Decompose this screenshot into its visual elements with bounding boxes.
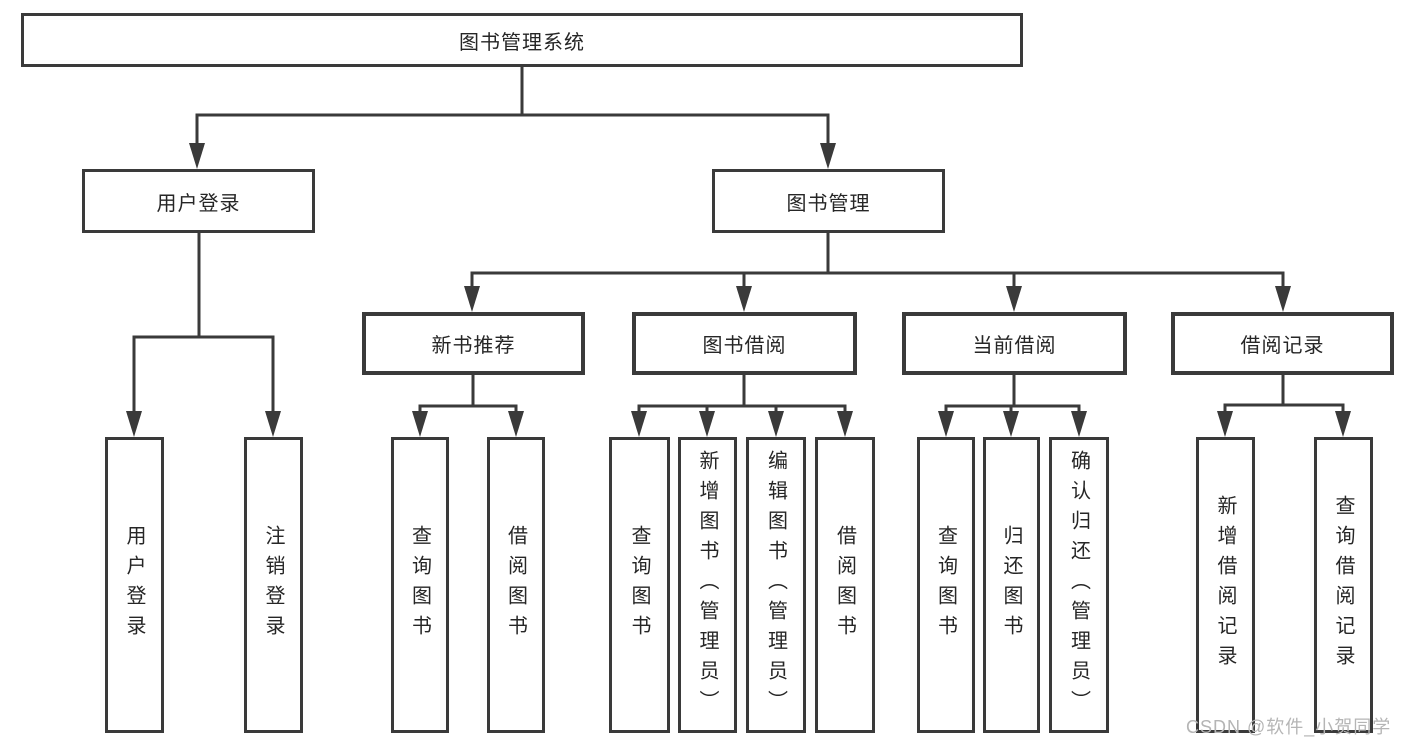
leaf-query-books-current-label: 查询图书 [934, 525, 957, 645]
leaf-logout: 注销登录 [244, 437, 303, 733]
leaf-confirm-return-admin-label: 确认归还（管理员） [1067, 450, 1090, 720]
connector-new-book-to-leaves [412, 373, 524, 437]
arrowhead-icon [1071, 411, 1087, 437]
leaf-add-books-admin-label: 新增图书（管理员） [696, 450, 718, 720]
leaf-borrow-books-borrowing-label: 借阅图书 [833, 525, 856, 645]
leaf-query-books-borrowing-label: 查询图书 [628, 525, 650, 645]
arrowhead-icon [126, 411, 142, 437]
arrowhead-icon [768, 411, 784, 437]
leaf-logout-label: 注销登录 [262, 525, 284, 645]
arrowhead-icon [631, 411, 647, 437]
node-book-management: 图书管理 [712, 169, 945, 233]
leaf-add-borrow-record: 新增借阅记录 [1196, 437, 1255, 733]
arrowhead-icon [837, 411, 853, 437]
leaf-query-books-borrowing: 查询图书 [609, 437, 670, 733]
connector-records-to-leaves [1217, 373, 1351, 437]
leaf-query-books-recommend-label: 查询图书 [408, 525, 431, 645]
connector-borrowing-to-leaves [631, 373, 853, 437]
node-borrowing-records: 借阅记录 [1171, 312, 1394, 375]
arrowhead-icon [1006, 286, 1022, 312]
arrowhead-icon [820, 143, 836, 169]
connector-user-login-to-leaves [126, 231, 281, 437]
arrowhead-icon [1003, 411, 1019, 437]
leaf-user-login-label: 用户登录 [123, 525, 145, 645]
arrowhead-icon [464, 286, 480, 312]
node-new-book-recommend: 新书推荐 [362, 312, 585, 375]
arrowhead-icon [189, 143, 205, 169]
leaf-query-borrow-record-label: 查询借阅记录 [1332, 495, 1354, 675]
arrowhead-icon [1275, 286, 1291, 312]
leaf-add-books-admin: 新增图书（管理员） [678, 437, 737, 733]
leaf-return-books: 归还图书 [983, 437, 1040, 733]
leaf-confirm-return-admin: 确认归还（管理员） [1049, 437, 1109, 733]
leaf-borrow-books-recommend-label: 借阅图书 [504, 525, 527, 645]
arrowhead-icon [736, 286, 752, 312]
leaf-edit-books-admin: 编辑图书（管理员） [746, 437, 806, 733]
leaf-borrow-books-recommend: 借阅图书 [487, 437, 545, 733]
leaf-borrow-books-borrowing: 借阅图书 [815, 437, 875, 733]
arrowhead-icon [938, 411, 954, 437]
arrowhead-icon [1335, 411, 1351, 437]
leaf-edit-books-admin-label: 编辑图书（管理员） [764, 450, 787, 720]
leaf-query-books-current: 查询图书 [917, 437, 975, 733]
arrowhead-icon [1217, 411, 1233, 437]
leaf-query-borrow-record: 查询借阅记录 [1314, 437, 1373, 733]
leaf-user-login: 用户登录 [105, 437, 164, 733]
node-library-system-root: 图书管理系统 [21, 13, 1023, 67]
arrowhead-icon [265, 411, 281, 437]
node-current-borrowing: 当前借阅 [902, 312, 1127, 375]
connector-root-to-level2 [189, 65, 836, 169]
arrowhead-icon [412, 411, 428, 437]
arrowhead-icon [699, 411, 715, 437]
csdn-watermark: CSDN @软件_小贺同学 [1186, 717, 1392, 737]
arrowhead-icon [508, 411, 524, 437]
leaf-query-books-recommend: 查询图书 [391, 437, 449, 733]
connector-book-mgmt-to-level3 [464, 231, 1291, 312]
leaf-return-books-label: 归还图书 [1000, 525, 1022, 645]
node-book-borrowing: 图书借阅 [632, 312, 857, 375]
leaf-add-borrow-record-label: 新增借阅记录 [1214, 495, 1236, 675]
node-user-login: 用户登录 [82, 169, 315, 233]
connector-current-to-leaves [938, 373, 1087, 437]
